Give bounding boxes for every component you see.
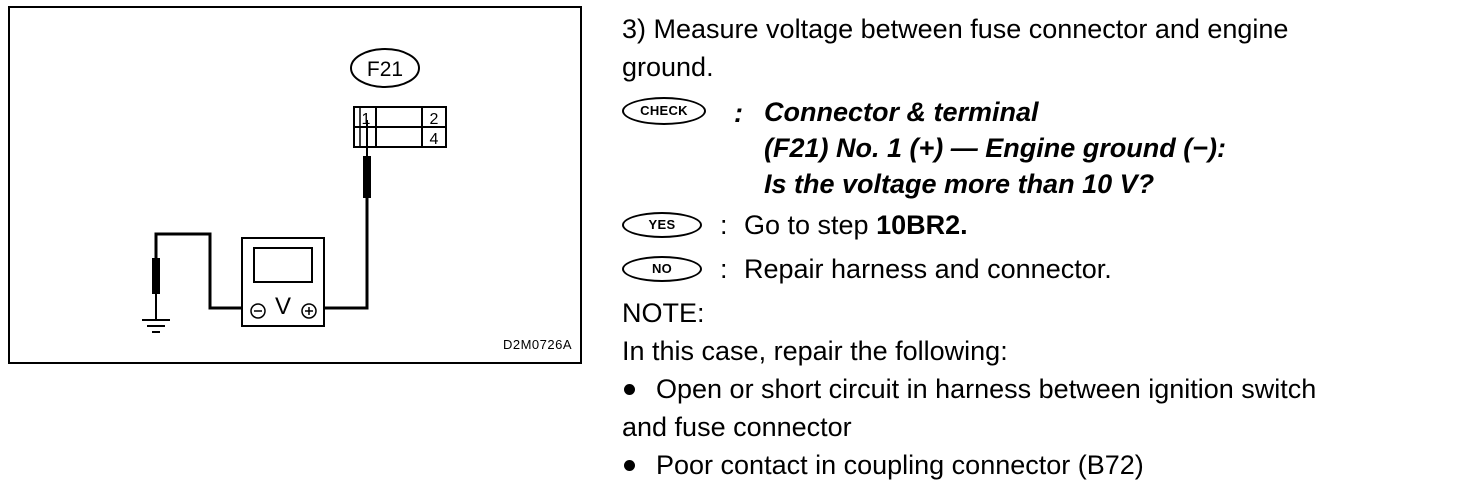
fuse-connector: 1 2 4 xyxy=(353,106,447,148)
bullet-icon xyxy=(624,460,635,471)
step-instruction-line2: ground. xyxy=(622,52,714,82)
no-text: Repair harness and connector. xyxy=(744,254,1112,284)
voltmeter: V xyxy=(241,237,325,327)
check-block: CHECK : Connector & terminal (F21) No. 1… xyxy=(622,94,1452,206)
check-line1: Connector & terminal xyxy=(764,97,1039,127)
note-bullet-2-line1: Poor contact in coupling connector (B72) xyxy=(656,450,1144,480)
bullet-icon xyxy=(624,384,635,395)
yes-step-link[interactable]: 10BR2. xyxy=(876,210,968,240)
voltmeter-symbol: V xyxy=(275,293,291,320)
positive-probe xyxy=(324,120,371,310)
step-instruction-line1: 3) Measure voltage between fuse connecto… xyxy=(622,14,1289,44)
check-text: Connector & terminal (F21) No. 1 (+) — E… xyxy=(764,94,1226,202)
yes-colon: : xyxy=(720,210,728,240)
connector-label-oval xyxy=(350,48,420,88)
check-colon: : xyxy=(734,98,743,128)
note-bullet-1-line1: Open or short circuit in harness between… xyxy=(656,374,1317,404)
figure-code: D2M0726A xyxy=(502,337,572,352)
negative-terminal-icon xyxy=(250,303,266,319)
connector-label: F21 xyxy=(367,58,403,81)
wiring-diagram: F21 1 2 4 V xyxy=(142,48,447,333)
procedure-text: 3) Measure voltage between fuse connecto… xyxy=(622,10,1452,484)
note-intro: In this case, repair the following: xyxy=(622,336,1008,366)
yes-badge: YES xyxy=(622,212,702,238)
terminal-2: 2 xyxy=(430,111,439,128)
note-heading: NOTE: xyxy=(622,298,705,328)
yes-text: Go to step 10BR2. xyxy=(744,206,968,244)
ground-icon xyxy=(142,319,170,333)
note-bullet-1-line2: and fuse connector xyxy=(622,412,852,442)
yes-text-prefix: Go to step xyxy=(744,210,877,240)
no-answer: NO : Repair harness and connector. xyxy=(622,250,1452,294)
terminal-4: 4 xyxy=(430,131,439,148)
note-bullet-2: Poor contact in coupling connector (B72) xyxy=(622,446,1452,484)
note-bullet-1: Open or short circuit in harness between… xyxy=(622,370,1452,408)
yes-answer: YES : Go to step 10BR2. xyxy=(622,206,1452,250)
check-line3: Is the voltage more than 10 V? xyxy=(764,169,1155,199)
negative-probe xyxy=(152,232,242,320)
positive-terminal-icon xyxy=(301,303,317,319)
check-line2: (F21) No. 1 (+) — Engine ground (−): xyxy=(764,133,1226,163)
wiring-diagram-figure: F21 1 2 4 V xyxy=(8,6,582,364)
no-colon: : xyxy=(720,254,728,284)
check-badge: CHECK xyxy=(622,97,706,125)
no-badge: NO xyxy=(622,256,702,282)
terminal-1: 1 xyxy=(362,111,371,128)
